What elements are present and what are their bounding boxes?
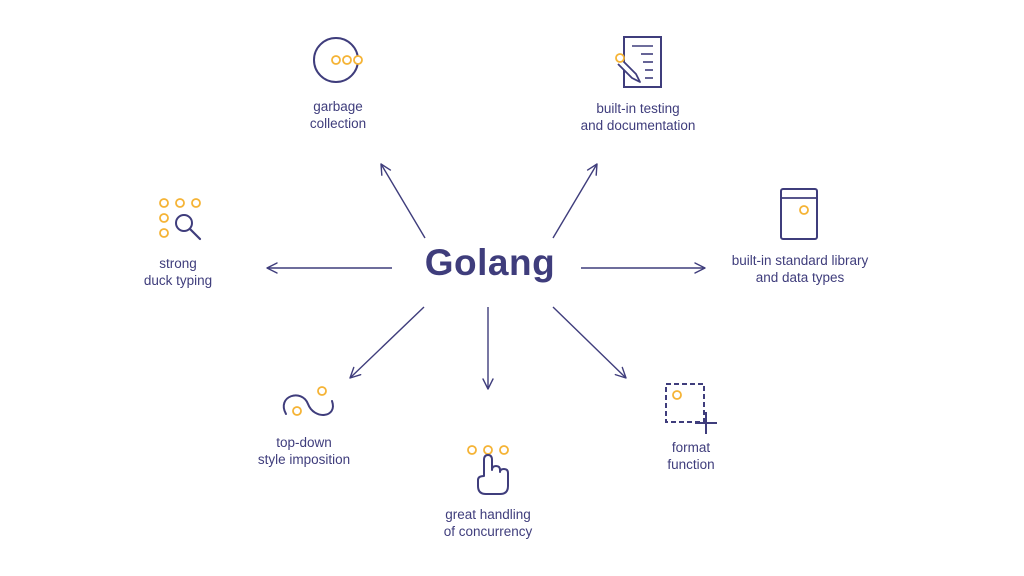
arrow-testing-docs xyxy=(552,163,598,239)
label-line: garbage xyxy=(313,99,363,114)
label-line: function xyxy=(667,457,715,472)
label-line: built-in standard library xyxy=(731,253,869,268)
arrow-style-imposition xyxy=(349,306,425,379)
label-testing-docs: built-in testing and documentation xyxy=(568,100,708,134)
label-std-library: built-in standard library and data types xyxy=(712,252,888,286)
label-line: and data types xyxy=(755,270,845,285)
label-garbage-collection: garbage collection xyxy=(286,98,390,132)
circle-dots-icon xyxy=(313,37,363,83)
book-icon xyxy=(780,188,818,240)
label-style-imposition: top-down style imposition xyxy=(248,434,360,468)
wave-path-icon xyxy=(282,386,334,416)
label-line: collection xyxy=(309,116,367,131)
center-title: Golang xyxy=(424,242,556,283)
label-line: duck typing xyxy=(143,273,213,288)
dots-magnifier-icon xyxy=(159,198,202,241)
arrow-format-function xyxy=(552,306,627,379)
label-duck-typing: strong duck typing xyxy=(126,255,230,289)
dashed-square-plus-icon xyxy=(665,383,717,434)
label-line: style imposition xyxy=(257,452,351,467)
label-line: great handling xyxy=(445,507,531,522)
label-line: and documentation xyxy=(580,118,696,133)
arrow-garbage-collection xyxy=(380,163,426,239)
label-line: of concurrency xyxy=(443,524,533,539)
label-line: top-down xyxy=(276,435,332,450)
document-pencil-icon xyxy=(615,36,662,88)
label-line: built-in testing xyxy=(596,101,680,116)
label-concurrency: great handling of concurrency xyxy=(432,506,544,540)
label-format-function: format function xyxy=(646,439,736,473)
label-line: format xyxy=(671,440,711,455)
label-line: strong xyxy=(159,256,197,271)
hand-pointer-icon xyxy=(467,445,509,495)
